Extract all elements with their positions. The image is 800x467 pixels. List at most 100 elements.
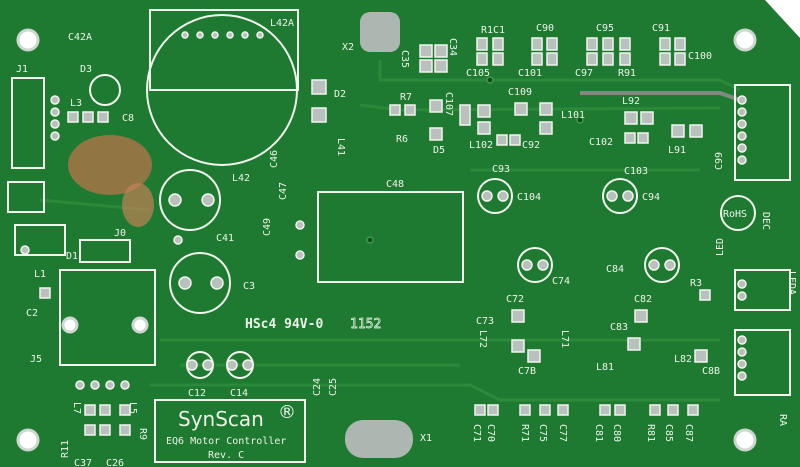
connector-ra-label: RA	[777, 414, 788, 426]
designator: C12	[188, 388, 206, 399]
j5-label: J5	[30, 354, 42, 365]
designator: C81	[593, 424, 604, 442]
designator: C109	[508, 87, 532, 98]
led-label: LED	[715, 238, 726, 256]
fab-mark: HSc4 94V-0	[245, 317, 323, 332]
designator: C8B	[702, 366, 720, 377]
designator: C49	[262, 218, 273, 236]
crystal-x1	[345, 420, 413, 458]
designator: C34	[447, 38, 458, 56]
designator: C82	[634, 294, 652, 305]
crystal-x2	[360, 12, 400, 52]
via	[366, 236, 374, 244]
designator: C47	[278, 182, 289, 200]
designator: L7	[71, 402, 82, 414]
via	[576, 116, 584, 124]
designator: X2	[342, 42, 354, 53]
designator: L81	[596, 362, 614, 373]
designator: C94	[642, 192, 660, 203]
designator: C102	[589, 137, 613, 148]
designator: R81	[645, 424, 656, 442]
designator: C46	[269, 150, 280, 168]
designator: C104	[517, 192, 541, 203]
via	[486, 76, 494, 84]
designator: C70	[485, 424, 496, 442]
designator: D5	[433, 145, 445, 156]
designator: C41	[216, 233, 234, 244]
designator: C93	[492, 164, 510, 175]
designator: C24	[312, 378, 323, 396]
designator: C101	[518, 68, 542, 79]
designator: R91	[618, 68, 636, 79]
designator: C103	[624, 166, 648, 177]
designator: R3	[690, 278, 702, 289]
designator: C90	[536, 23, 554, 34]
rohs-mark: RoHS	[723, 209, 747, 220]
designator: C2	[26, 308, 38, 319]
designator: C85	[663, 424, 674, 442]
date-code: 1152	[350, 317, 381, 332]
designator: C91	[652, 23, 670, 34]
designator: C95	[596, 23, 614, 34]
designator: C71	[471, 424, 482, 442]
designator: X1	[420, 433, 432, 444]
revision: Rev. C	[208, 450, 244, 461]
designator: C83	[610, 322, 628, 333]
designator: L1	[34, 269, 46, 280]
designator: C80	[611, 424, 622, 442]
designator: R71	[519, 424, 530, 442]
burn-mark	[68, 135, 152, 195]
designator: C77	[557, 424, 568, 442]
designator: C97	[575, 68, 593, 79]
designator: L71	[559, 330, 570, 348]
designator: L102	[469, 140, 493, 151]
solder-pads	[20, 31, 747, 436]
designator: L41	[335, 138, 346, 156]
designator: R11	[60, 440, 71, 458]
j1-label: J1	[16, 64, 28, 75]
silkscreen-outlines	[7, 9, 791, 463]
designator: C25	[328, 378, 339, 396]
designator: C26	[106, 458, 124, 467]
designator: D1	[66, 251, 78, 262]
designator: C3	[243, 281, 255, 292]
designator: L3	[70, 98, 82, 109]
designator: L91	[668, 145, 686, 156]
designator: C84	[606, 264, 624, 275]
designator: L42	[232, 173, 250, 184]
designator: L72	[477, 330, 488, 348]
designator: C74	[552, 276, 570, 287]
designator: C87	[683, 424, 694, 442]
designator: C35	[399, 50, 410, 68]
designator: C75	[537, 424, 548, 442]
designator: L82	[674, 354, 692, 365]
registered-mark: ®	[278, 402, 296, 423]
designator: C7B	[518, 366, 536, 377]
designator: C48	[386, 179, 404, 190]
mounting-holes	[16, 28, 757, 452]
designator: D2	[334, 89, 346, 100]
burn-mark-2	[122, 183, 154, 227]
product-name: EQ6 Motor Controller	[166, 436, 286, 447]
designator: C105	[466, 68, 490, 79]
designator: C99	[714, 152, 725, 170]
designator: R6	[396, 134, 408, 145]
designator: R9	[137, 428, 148, 440]
designator: C14	[230, 388, 248, 399]
designator: C8	[122, 113, 134, 124]
designator: L42A	[270, 18, 294, 29]
component-designators: C42A L42A X2 C35 C34 R1C1 C90 C95 C91 C1…	[26, 18, 725, 467]
connector-dec-label: DEC	[760, 212, 771, 230]
designator: C100	[688, 51, 712, 62]
designator: R1C1	[481, 25, 505, 36]
designator: L5	[127, 402, 138, 414]
brand-logo: SynScan	[178, 407, 264, 431]
j0-label: J0	[114, 228, 126, 239]
designator: C92	[522, 140, 540, 151]
designator: L101	[561, 110, 585, 121]
designator: C42A	[68, 32, 92, 43]
designator: C107	[443, 92, 454, 116]
connector-leda-label: LEDA	[786, 271, 797, 295]
